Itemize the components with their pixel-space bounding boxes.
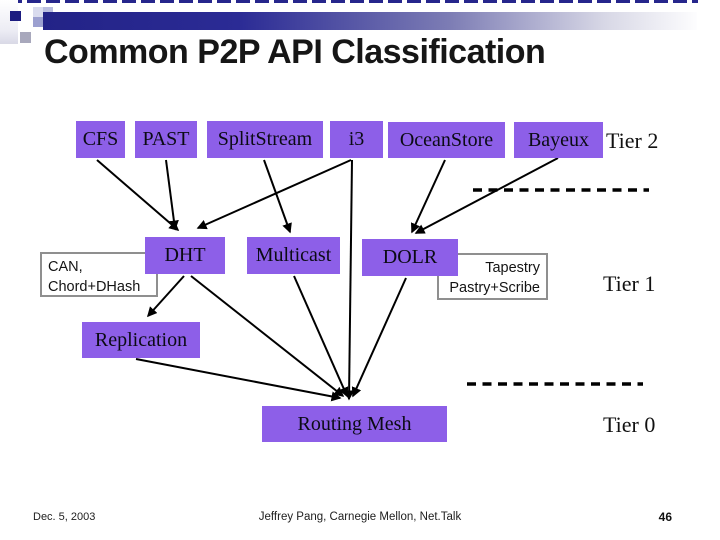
box-splitstream: SplitStream [207,121,323,158]
box-dht: DHT [145,237,225,274]
edge-dolr-routing-mesh [351,277,407,398]
title-gradient-bar [43,12,697,30]
note-tapestry-line1: Tapestry [485,260,540,276]
tier1-label: Tier 1 [603,271,656,296]
deco-square-gray [20,32,31,43]
tier0-label: Tier 0 [603,412,656,437]
footer-date: Dec. 5, 2003 [33,511,96,523]
edge-bayeux-dolr [414,157,559,234]
deco-square-medium [33,17,43,27]
edge-cfs-dht [96,159,180,231]
box-i3: i3 [330,121,383,158]
note-can-chord: CAN, Chord+DHash [40,252,158,297]
edge-replication-routing-mesh [135,358,342,402]
edge-past-dht [165,159,179,231]
box-oceanstore: OceanStore [388,122,505,158]
note-tapestry-line2: Pastry+Scribe [449,280,540,297]
box-routing-mesh: Routing Mesh [262,406,447,442]
edge-i3-routing-mesh [344,159,355,401]
edge-dht-routing-mesh [190,275,345,397]
box-multicast: Multicast [247,237,340,274]
box-replication: Replication [82,322,200,358]
note-can-line1: CAN, [48,259,83,275]
box-dolr: DOLR [362,239,458,276]
note-can-line2: Chord+DHash [48,279,141,296]
edge-splitstream-multicast [263,159,292,234]
box-past: PAST [135,121,197,158]
deco-square-pale [33,7,43,17]
edge-multicast-routing-mesh [293,275,349,398]
deco-square-navy [10,11,21,21]
page-title: Common P2P API Classification [44,33,546,71]
box-cfs: CFS [76,121,125,158]
box-bayeux: Bayeux [514,122,603,158]
footer-page-number: 46 [658,510,672,524]
edge-i3-dht [196,159,352,230]
checker-top-strip [8,0,698,3]
tier2-label: Tier 2 [606,128,659,153]
edge-dht-replication [146,275,185,318]
footer-credit: Jeffrey Pang, Carnegie Mellon, Net.Talk [258,511,462,523]
edge-oceanstore-dolr [410,159,446,234]
